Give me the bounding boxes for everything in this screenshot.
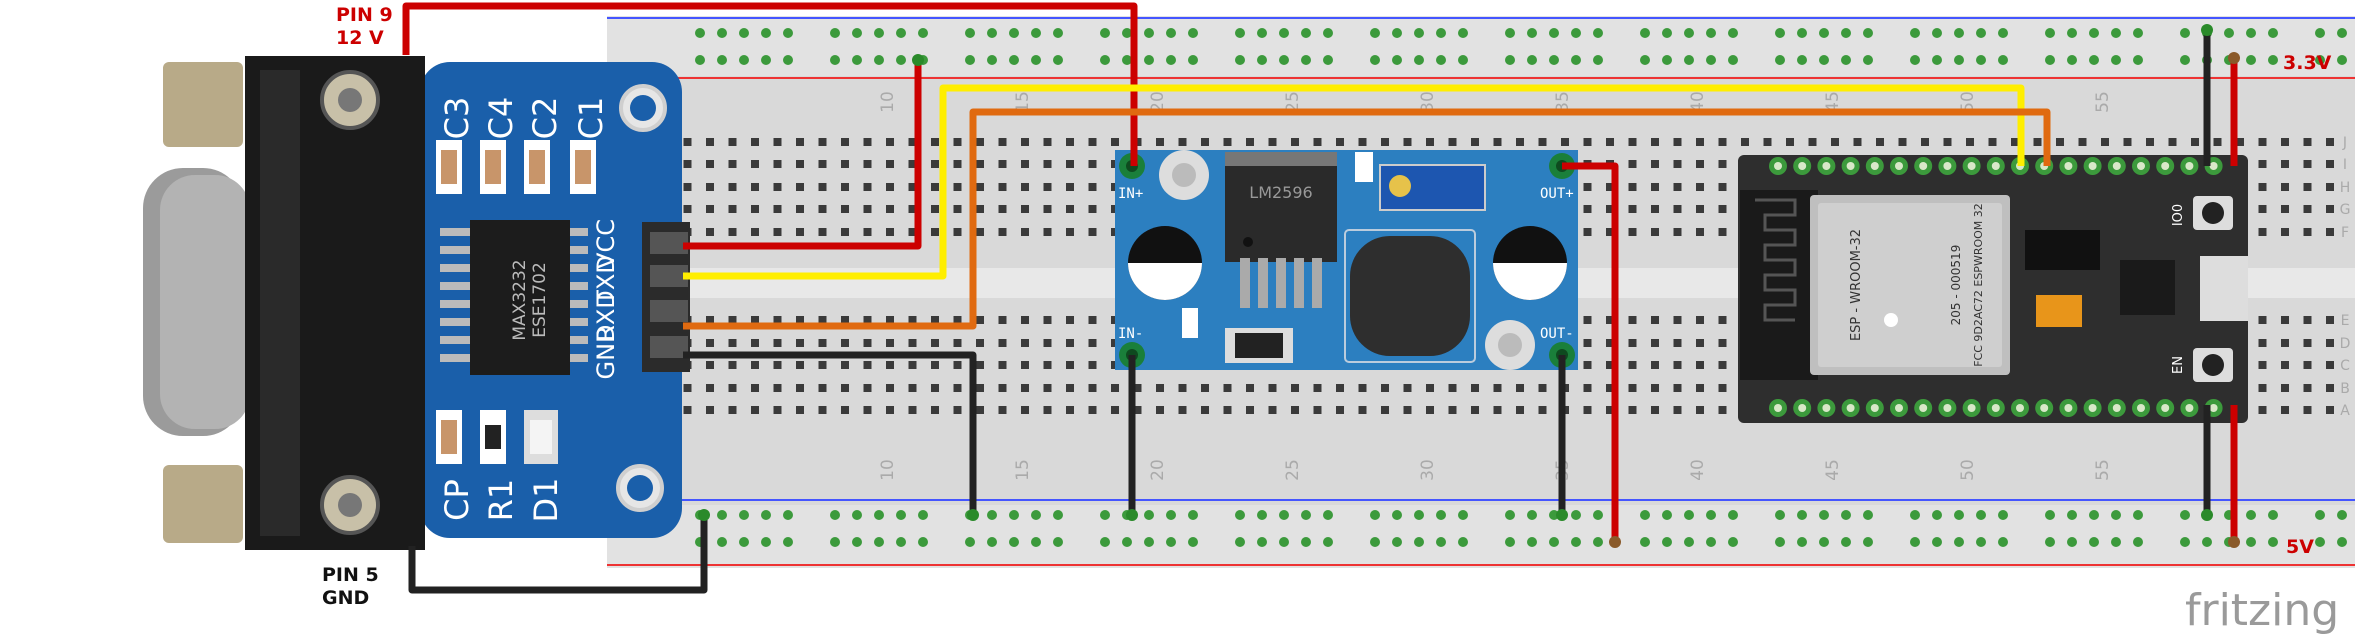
breadboard-row-label: F (2341, 225, 2349, 241)
wire-end-dots (698, 24, 2240, 548)
breadboard-row-label: A (2340, 403, 2350, 419)
buck-out-plus-label: OUT+ (1540, 186, 1574, 202)
rs232-module: C3 C4 C2 C1 MAX3232 ESE1702 VCC TXD RXD … (143, 56, 690, 550)
breadboard-row-label: D (2340, 336, 2351, 352)
breadboard-column-label: 25 (1283, 91, 1303, 113)
wire-red-out-plus (1562, 162, 1619, 542)
pin-label-txd: TXD (592, 255, 620, 306)
esp-btn-en-label: EN (2171, 356, 2186, 374)
breadboard-column-label: 30 (1418, 459, 1438, 481)
buck-in-minus-label: IN- (1118, 326, 1143, 342)
part-label-cp: CP (438, 479, 476, 521)
max3232-chip (440, 220, 588, 375)
cap-label-c2: C2 (526, 97, 564, 140)
rail-label-5v: 5V (2286, 536, 2314, 558)
breadboard-row-label: I (2343, 157, 2347, 173)
wires (402, 2, 2238, 594)
breadboard-column-label: 10 (878, 459, 898, 481)
power-rail-dots (695, 28, 2347, 547)
part-label-r1: R1 (482, 479, 520, 522)
parts-bottom (436, 410, 558, 464)
part-label-d1: D1 (527, 478, 565, 523)
buck-chip-label: LM2596 (1249, 183, 1312, 202)
breadboard-column-label: 45 (1823, 459, 1843, 481)
breadboard-column-label: 15 (1013, 459, 1033, 481)
pin-label-rxd: RXD (592, 290, 620, 342)
pin-label-vcc: VCC (592, 219, 620, 269)
esp-module-label-3: FCC 9D2AC72 ESPWROOM 32 (1972, 203, 1985, 367)
wire-red-vcc (683, 60, 922, 250)
pin-header (642, 222, 690, 372)
esp-module-label-2: 205 - 000519 (1949, 245, 1963, 326)
capacitors-top (436, 140, 596, 194)
chip-label-1: MAX3232 (510, 259, 530, 340)
breadboard-column-label: 50 (1958, 459, 1978, 481)
fritzing-watermark: fritzing (2185, 585, 2339, 636)
annotation-pin9: PIN 9 (336, 4, 393, 26)
buck-in-plus-label: IN+ (1118, 186, 1143, 202)
esp-btn-io-label: IO0 (2171, 204, 2186, 226)
breadboard-column-label: 10 (878, 91, 898, 113)
breadboard-column-label: 20 (1148, 459, 1168, 481)
annotation-gnd: GND (322, 587, 369, 609)
breadboard-column-label: 55 (2093, 459, 2113, 481)
cap-label-c3: C3 (438, 97, 476, 140)
esp32-board (1738, 155, 2248, 423)
breadboard-column-label: 35 (1553, 91, 1573, 113)
rail-label-3v3: 3.3V (2283, 52, 2332, 74)
buck-out-minus-label: OUT- (1540, 326, 1574, 342)
breadboard-row-label: J (2342, 135, 2347, 151)
breadboard-column-label: 50 (1958, 91, 1978, 113)
breadboard-row-label: C (2340, 358, 2350, 374)
esp-module-label-1: ESP - WROOM-32 (1849, 229, 1864, 341)
breadboard-row-label: H (2340, 180, 2351, 196)
breadboard-column-label: 40 (1688, 459, 1708, 481)
breadboard-column-label: 30 (1418, 91, 1438, 113)
annotation-pin5: PIN 5 (322, 564, 379, 586)
breadboard-row-label: G (2340, 202, 2351, 218)
annotation-12v: 12 V (336, 27, 384, 49)
breadboard-row-label: B (2340, 381, 2350, 397)
breadboard-column-label: 15 (1013, 91, 1033, 113)
cap-label-c4: C4 (482, 97, 520, 140)
wire-black-pin5 (408, 515, 708, 594)
breadboard-column-label: 20 (1148, 91, 1168, 113)
wire-orange-rxd (683, 108, 2051, 330)
breadboard-row-label: E (2341, 313, 2350, 329)
breadboard-column-label: 25 (1283, 459, 1303, 481)
pin-label-gnd: GND (592, 324, 620, 379)
cap-label-c1: C1 (572, 97, 610, 140)
wire-black-gnd (683, 351, 977, 515)
buck-converter (1115, 150, 1578, 370)
breadboard-column-label: 45 (1823, 91, 1843, 113)
breadboard-column-label: 40 (1688, 91, 1708, 113)
breadboard-column-label: 55 (2093, 91, 2113, 113)
db9-connector (143, 56, 425, 550)
chip-label-2: ESE1702 (530, 262, 550, 338)
